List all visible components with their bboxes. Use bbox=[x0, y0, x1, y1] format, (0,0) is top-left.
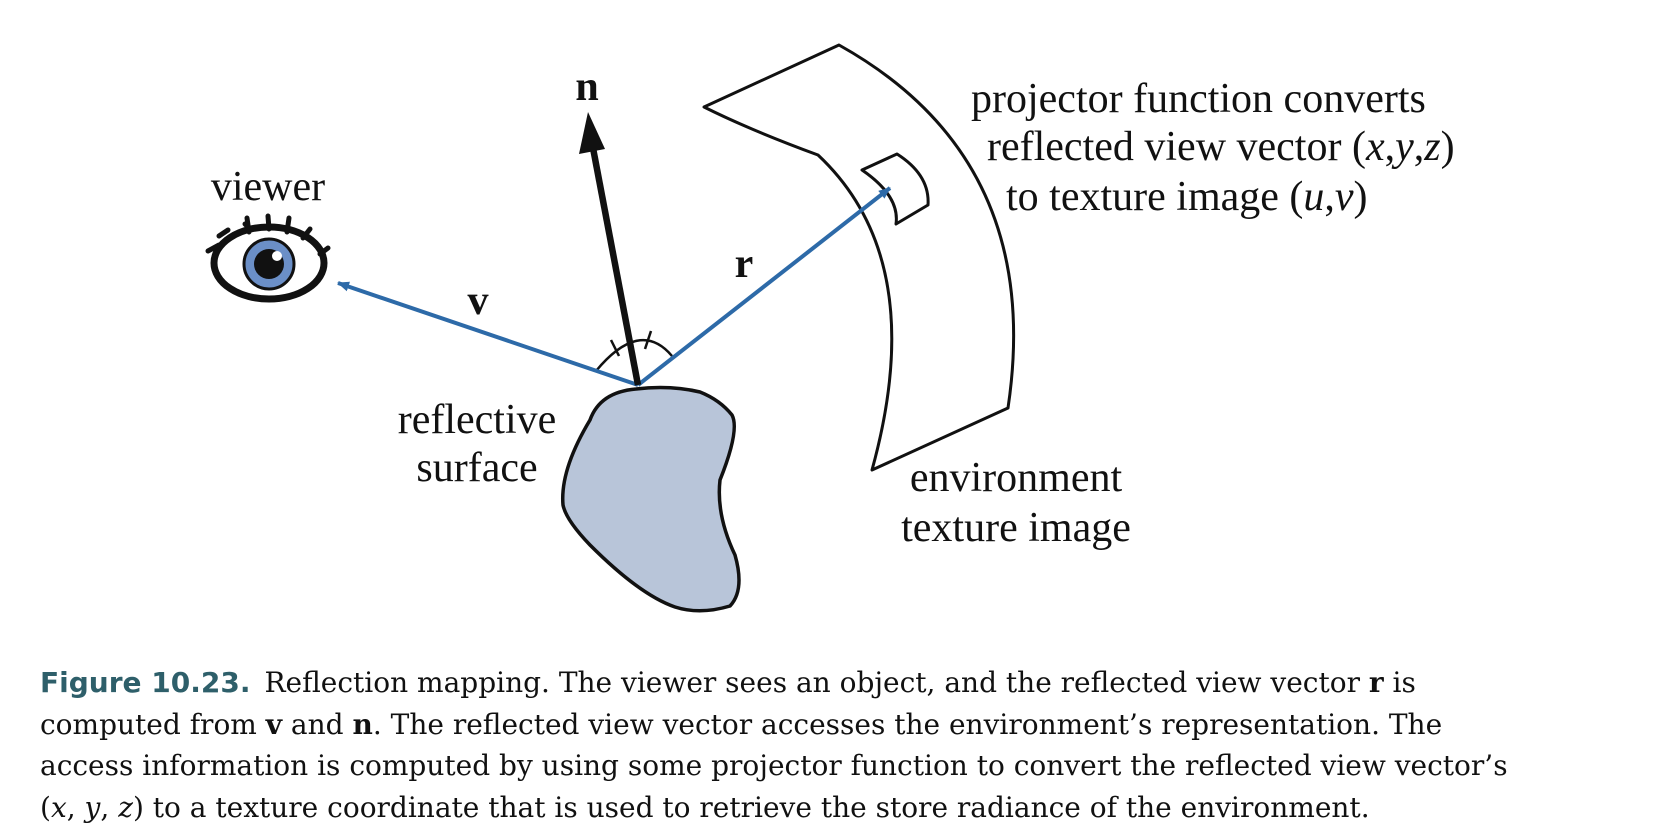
normal-vector-n bbox=[589, 147, 642, 386]
reflective-surface-label-line1: reflective bbox=[398, 397, 557, 443]
caption-line-2: computed from v and n. The reflected vie… bbox=[40, 707, 1443, 741]
diagram-canvas: viewer n v r reflective surface environm… bbox=[205, 43, 1455, 613]
angle-tick-right bbox=[643, 330, 653, 350]
view-vector-v bbox=[337, 281, 639, 387]
normal-label: n bbox=[575, 64, 598, 110]
figure-number: Figure 10.23. bbox=[40, 666, 251, 699]
projector-label-line1: projector function converts bbox=[971, 76, 1426, 122]
reflective-surface-label-line2: surface bbox=[416, 445, 537, 491]
reflected-vector-label: r bbox=[735, 241, 754, 287]
reflected-vector-r bbox=[636, 186, 892, 387]
normal-arrowhead bbox=[579, 112, 605, 154]
angle-tick-left bbox=[609, 339, 621, 357]
figure-caption: Figure 10.23.Reflection mapping. The vie… bbox=[40, 662, 1672, 828]
caption-line-1: Figure 10.23.Reflection mapping. The vie… bbox=[40, 666, 1416, 699]
projector-label-line3: to texture image (u,v) bbox=[1006, 174, 1368, 220]
projector-label-line2: reflected view vector (x,y,z) bbox=[987, 124, 1455, 170]
environment-texture-sheet bbox=[702, 43, 1016, 472]
environment-label-line1: environment bbox=[910, 455, 1123, 501]
viewer-label: viewer bbox=[211, 164, 325, 210]
caption-line-4: (x, y, z) to a texture coordinate that i… bbox=[40, 790, 1370, 824]
reflective-surface-blob bbox=[560, 385, 741, 613]
caption-line-3: access information is computed by using … bbox=[40, 749, 1508, 782]
environment-label-line2: texture image bbox=[901, 505, 1131, 551]
reflection-mapping-diagram: viewer n v r reflective surface environm… bbox=[205, 43, 1455, 613]
angle-arc bbox=[595, 339, 673, 372]
eye-icon bbox=[205, 213, 331, 303]
view-vector-label: v bbox=[468, 278, 489, 324]
